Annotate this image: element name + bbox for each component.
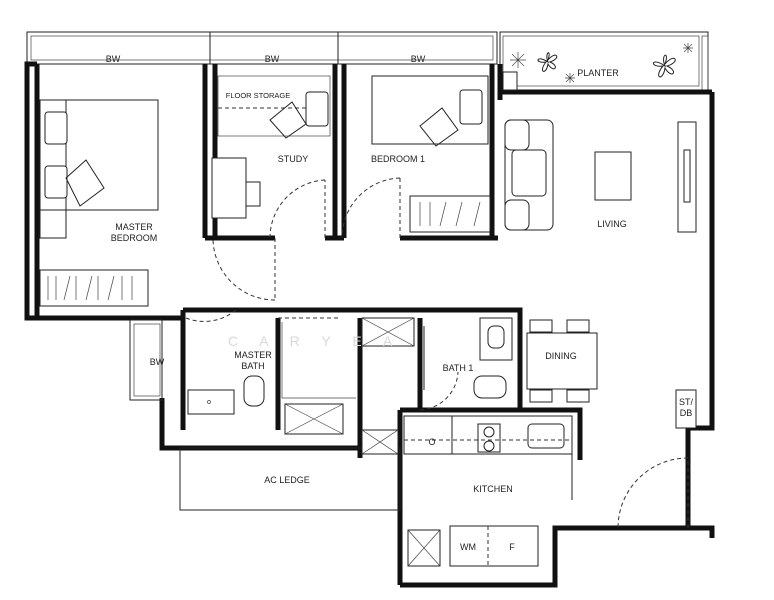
label-planter: PLANTER	[577, 68, 619, 78]
plant-icon	[653, 54, 676, 78]
bedroom1-bed	[371, 75, 489, 147]
bedroom1-wardrobe	[409, 195, 491, 233]
sofa	[504, 119, 554, 231]
plant-icon	[537, 52, 558, 72]
label-ac-ledge: AC LEDGE	[264, 475, 310, 485]
plant-icon	[565, 73, 575, 83]
ac-ledge	[179, 447, 401, 511]
label-kitchen: KITCHEN	[473, 484, 513, 494]
floor-storage	[217, 75, 331, 139]
plant-icon	[510, 52, 526, 68]
label-bw-study: BW	[265, 54, 280, 64]
label-master-bath-1: MASTER	[234, 350, 272, 360]
study-chair	[245, 181, 261, 207]
walls	[24, 61, 715, 588]
watermark: C A R Y E A	[228, 333, 401, 349]
label-master-bedroom-1: MASTER	[115, 222, 153, 232]
label-fridge: F	[509, 542, 515, 552]
kitchen-counter	[403, 415, 573, 500]
label-st-db-1: ST/	[679, 397, 694, 407]
label-bedroom1: BEDROOM 1	[371, 154, 425, 164]
st-db-cabinet	[675, 389, 697, 429]
doors	[185, 177, 689, 529]
label-living: LIVING	[597, 219, 627, 229]
label-washer: WM	[460, 542, 476, 552]
label-dining: DINING	[545, 351, 577, 361]
bath1-fixtures	[423, 317, 513, 399]
tv-console	[677, 121, 697, 233]
study-desk	[211, 157, 247, 219]
kitchen-shaft	[407, 529, 441, 567]
dining-table	[526, 319, 598, 403]
label-master-bath-2: BATH	[241, 361, 264, 371]
bay-windows-top	[26, 31, 498, 65]
master-bath-fixtures	[187, 322, 356, 435]
label-master-bedroom-2: BEDROOM	[111, 233, 158, 243]
washer-fridge	[449, 525, 539, 567]
middle-fixtures	[361, 317, 415, 455]
label-bath1: BATH 1	[443, 363, 474, 373]
label-oven: O	[428, 437, 435, 447]
label-bw-master: BW	[106, 54, 121, 64]
coffee-table	[594, 151, 632, 201]
wall-box	[502, 71, 518, 91]
plant-icon	[683, 43, 693, 53]
bay-window-left	[129, 319, 163, 401]
label-study: STUDY	[278, 154, 309, 164]
label-floor-storage: FLOOR STORAGE	[226, 91, 290, 100]
label-bw-left: BW	[150, 357, 165, 367]
label-bw-bedroom1: BW	[411, 54, 426, 64]
planter	[499, 31, 709, 91]
master-bed	[39, 99, 159, 239]
label-st-db-2: DB	[680, 408, 693, 418]
wardrobe	[39, 269, 149, 307]
